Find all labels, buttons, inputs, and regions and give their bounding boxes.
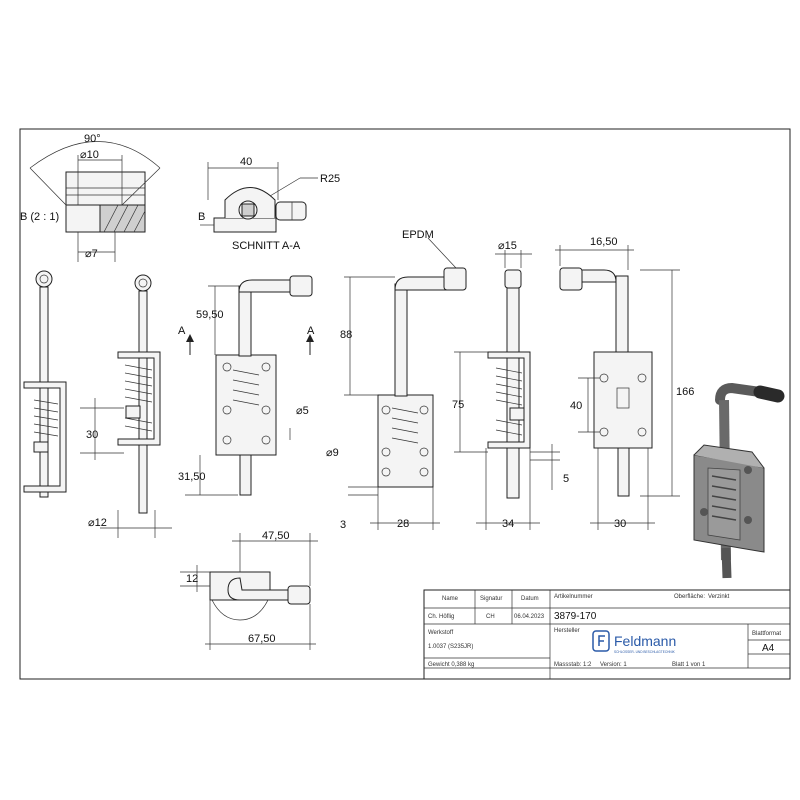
dim-30-left: 30 — [86, 429, 98, 441]
dim-47-50: 47,50 — [262, 530, 290, 542]
view-back — [555, 245, 680, 530]
label-detail-b: B (2 : 1) — [20, 211, 59, 223]
section-a-a-view — [200, 162, 318, 233]
tb-name: Ch. Höflig — [428, 614, 454, 620]
dim-dia12: ⌀12 — [88, 517, 107, 529]
view-side-left — [23, 270, 67, 498]
tb-oberflaeche: Verzinkt — [708, 594, 730, 600]
label-epdm: EPDM — [402, 229, 434, 241]
dim-r25: R25 — [320, 173, 340, 185]
tb-artikel-header: Artikelnummer — [554, 594, 593, 600]
dim-166: 166 — [676, 386, 694, 398]
view-side-spring — [80, 274, 172, 538]
tb-signatur: CH — [486, 614, 495, 620]
tb-werkstoff-header: Werkstoff — [428, 630, 453, 636]
label-section: SCHNITT A-A — [232, 240, 301, 252]
tb-artikel: 3879-170 — [554, 611, 597, 622]
dim-dia7: ⌀7 — [85, 248, 98, 260]
dim-dia10: ⌀10 — [80, 149, 99, 161]
dim-59-50: 59,50 — [196, 309, 224, 321]
section-mark-a-right: A — [307, 325, 315, 337]
tb-datum: 06.04.2023 — [514, 614, 545, 620]
tb-blatt: Blatt 1 von 1 — [672, 662, 706, 668]
view-bottom-plan — [180, 533, 318, 650]
tb-version: Version: 1 — [600, 662, 627, 668]
dim-40-top: 40 — [240, 156, 252, 168]
dim-12: 12 — [186, 573, 198, 585]
dim-88: 88 — [340, 329, 352, 341]
dim-30-bottom: 30 — [614, 518, 626, 530]
tb-gewicht: Gewicht 0,388 kg — [428, 662, 474, 668]
dim-67-50: 67,50 — [248, 633, 276, 645]
tb-brand-sub: SCHLOSSER- UND BESCHLAGTECHNIK — [614, 650, 676, 654]
dim-28: 28 — [397, 518, 409, 530]
tb-blattformat: A4 — [762, 643, 775, 654]
dim-31-50: 31,50 — [178, 471, 206, 483]
view-front-b — [344, 237, 467, 530]
dim-dia9: ⌀9 — [326, 447, 339, 459]
label-b: B — [198, 211, 205, 223]
iso-render — [693, 382, 785, 579]
tb-oberflaeche-header: Oberfläche: — [674, 594, 705, 600]
title-block — [423, 589, 791, 680]
dim-34: 34 — [502, 518, 514, 530]
dim-40-side: 40 — [570, 400, 582, 412]
dim-dia5: ⌀5 — [296, 405, 309, 417]
sheet-border — [19, 128, 791, 680]
tb-datum-header: Datum — [521, 596, 539, 602]
tb-signatur-header: Signatur — [480, 596, 502, 602]
tb-brand: Feldmann — [614, 633, 676, 649]
tb-werkstoff: 1.0037 (S235JR) — [428, 644, 473, 650]
tb-blattformat-header: Blattformat — [752, 631, 781, 637]
tb-name-header: Name — [442, 596, 459, 602]
section-mark-a-left: A — [178, 325, 186, 337]
tb-massstab: Massstab: 1:2 — [554, 662, 592, 668]
dim-5: 5 — [563, 473, 569, 485]
view-front-a — [185, 275, 314, 496]
detail-b-view — [29, 141, 161, 262]
dim-dia15: ⌀15 — [498, 240, 517, 252]
dim-3: 3 — [340, 519, 346, 531]
dim-16-50: 16,50 — [590, 236, 618, 248]
dim-angle: 90° — [84, 133, 101, 145]
dim-75: 75 — [452, 399, 464, 411]
view-side-b — [454, 250, 560, 530]
tb-hersteller-header: Hersteller — [554, 628, 580, 634]
